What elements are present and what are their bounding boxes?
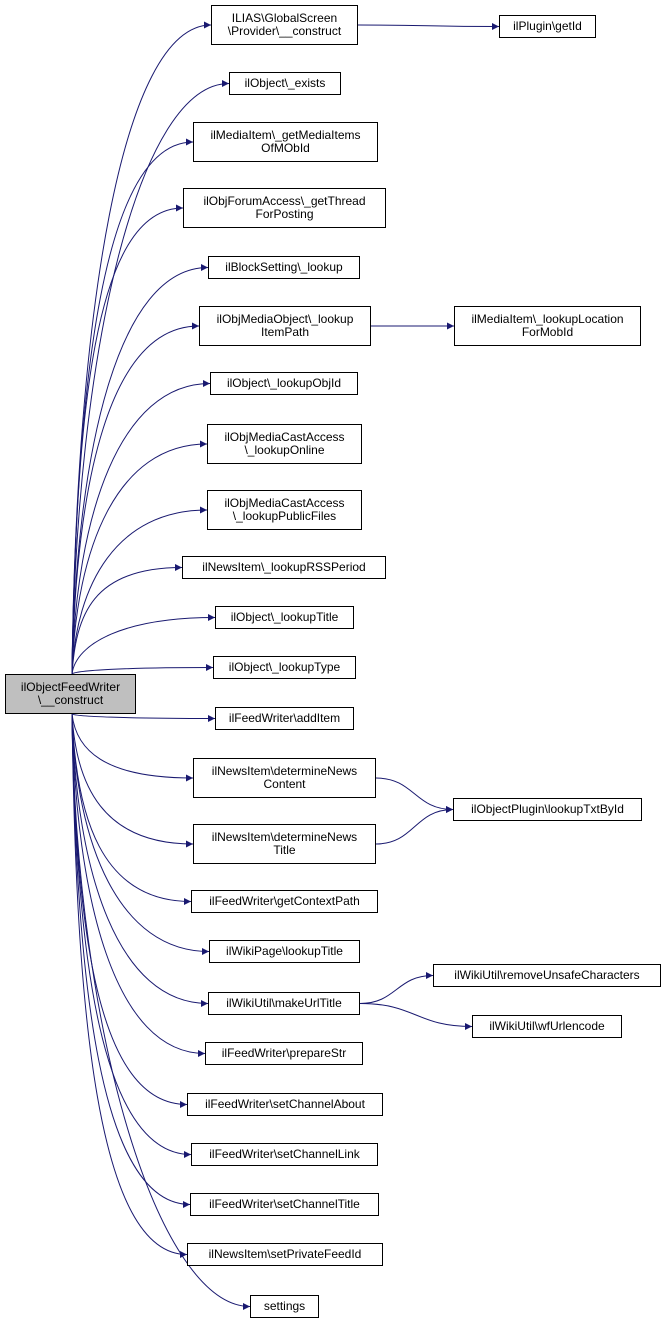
edge-root-to-fw_additem [71,713,216,722]
edge-gs_provider-to-plugin_getid [357,22,500,30]
edge-root-to-obj_lookuptype [71,664,214,675]
node-label-line: ilObject\_lookupType [228,659,341,674]
node-label-line: Content [263,777,306,791]
node-label-line: ilObjMediaCastAccess [224,495,345,510]
edge-root-to-fw_getcontextpath [71,713,192,905]
edge-root-to-fw_setchannellink [71,713,192,1158]
node-label-line: ilNewsItem\setPrivateFeedId [208,1246,362,1261]
node-root: ilObjectFeedWriter\__construct [5,674,136,714]
node-label-line: ilNewsItem\determineNews [211,829,358,844]
edge-root-to-fw_setchanneltitle [71,713,191,1208]
edge-root-to-obj_exists [71,80,230,675]
node-label-line: ilFeedWriter\addItem [228,710,341,725]
node-fw-setchanneltitle[interactable]: ilFeedWriter\setChannelTitle [190,1193,379,1216]
node-obj-lookupobjid[interactable]: ilObject\_lookupObjId [210,372,358,395]
node-label-line: ilFeedWriter\setChannelTitle [209,1196,360,1211]
node-label-line: ilObject\_exists [244,75,326,90]
node-wikiutil-makeurl[interactable]: ilWikiUtil\makeUrlTitle [208,992,360,1015]
node-obj-lookuptype[interactable]: ilObject\_lookupType [213,656,356,679]
edge-root-to-news_rssperiod [71,564,183,675]
node-obj-exists[interactable]: ilObject\_exists [229,72,341,95]
edge-root-to-news_dettitle [71,713,194,848]
edge-root-to-news_setprivatefeed [71,713,188,1258]
node-label-line: ilFeedWriter\getContextPath [209,893,360,908]
node-label-line: ilWikiUtil\wfUrlencode [489,1018,605,1033]
node-fw-setchannellink[interactable]: ilFeedWriter\setChannelLink [191,1143,378,1166]
node-fw-preparestr[interactable]: ilFeedWriter\prepareStr [205,1042,363,1065]
edge-wikiutil_makeurl-to-wikiutil_removeunsafe [359,972,434,1004]
node-wikipage-lookuptitle[interactable]: ilWikiPage\lookupTitle [209,940,360,963]
edge-root-to-obj_lookuptitle [71,614,216,675]
node-label-line: OfMObId [261,141,310,155]
node-label-line: ILIAS\GlobalScreen [231,10,338,25]
edge-root-to-wikipage_lookuptitle [71,713,210,955]
node-label-line: ilObjForumAccess\_getThread [203,193,366,208]
edge-root-to-mcast_online [71,440,208,675]
node-news-rssperiod[interactable]: ilNewsItem\_lookupRSSPeriod [182,556,386,579]
node-wikiutil-removeunsafe[interactable]: ilWikiUtil\removeUnsafeCharacters [433,964,661,987]
node-label-line: \__construct [37,693,104,707]
node-label-line: \_lookupOnline [244,443,325,457]
node-label-line: ilPlugin\getId [513,18,582,33]
node-plugin-getid[interactable]: ilPlugin\getId [499,15,596,38]
node-label-line: ilMediaItem\_lookupLocation [471,311,624,326]
node-label-line: ilObjectFeedWriter [20,679,121,694]
node-label-line: ilNewsItem\_lookupRSSPeriod [202,559,366,574]
node-label-line: ItemPath [260,325,310,339]
node-label-line: ilObjectPlugin\lookupTxtById [471,801,624,816]
edge-root-to-wikiutil_makeurl [71,713,209,1007]
node-label-line: settings [263,1298,306,1313]
node-label-line: ilWikiUtil\removeUnsafeCharacters [454,967,640,982]
node-label-line: ilWikiPage\lookupTitle [226,943,343,958]
node-label-line: ilWikiUtil\makeUrlTitle [226,995,342,1010]
node-label-line: ilFeedWriter\setChannelAbout [205,1096,365,1111]
edge-news_dettitle-to-objplugin_lookuptxt [375,806,454,845]
node-fw-getcontextpath[interactable]: ilFeedWriter\getContextPath [191,890,378,913]
edge-root-to-fw_setchannelabout [71,713,188,1108]
node-news-setprivatefeed[interactable]: ilNewsItem\setPrivateFeedId [187,1243,383,1266]
edge-root-to-fw_preparestr [71,713,206,1057]
node-wikiutil-wfurlencode[interactable]: ilWikiUtil\wfUrlencode [472,1015,622,1038]
node-label-line: ilObjMediaCastAccess [224,429,345,444]
edge-root-to-obj_lookupobjid [71,380,211,675]
node-mcast-online[interactable]: ilObjMediaCastAccess\_lookupOnline [207,424,362,464]
node-label-line: ilNewsItem\determineNews [211,763,358,778]
node-settings[interactable]: settings [250,1295,319,1318]
node-label-line: ForPosting [255,207,314,221]
edge-root-to-news_detcontent [71,713,194,782]
edge-wikiutil_makeurl-to-wikiutil_wfurlencode [359,1003,473,1030]
node-gs-provider[interactable]: ILIAS\GlobalScreen\Provider\__construct [211,5,358,45]
node-label-line: ilBlockSetting\_lookup [225,259,343,274]
edge-root-to-forum_getthread [71,204,184,675]
node-objplugin-lookuptxt[interactable]: ilObjectPlugin\lookupTxtById [453,798,642,821]
node-mcast-publicfiles[interactable]: ilObjMediaCastAccess\_lookupPublicFiles [207,490,362,530]
node-label-line: \_lookupPublicFiles [232,509,337,523]
node-label-line: ilObject\_lookupTitle [230,609,339,624]
node-label-line: ilFeedWriter\setChannelLink [209,1146,360,1161]
node-label-line: ForMobId [521,325,574,339]
edge-root-to-settings [71,713,251,1310]
node-fw-setchannelabout[interactable]: ilFeedWriter\setChannelAbout [187,1093,383,1116]
node-label-line: Title [273,843,296,857]
node-obj-lookuptitle[interactable]: ilObject\_lookupTitle [215,606,354,629]
edge-root-to-mob_lookupitempath [71,322,200,675]
edge-root-to-mcast_publicfiles [71,506,208,675]
node-label-line: ilObject\_lookupObjId [226,375,342,390]
node-label-line: ilMediaItem\_getMediaItems [210,127,361,142]
edge-news_detcontent-to-objplugin_lookuptxt [375,777,454,813]
node-label-line: ilObjMediaObject\_lookup [216,311,354,326]
node-block-lookup[interactable]: ilBlockSetting\_lookup [208,256,360,279]
node-fw-additem[interactable]: ilFeedWriter\addItem [215,707,354,730]
node-label-line: ilFeedWriter\prepareStr [221,1045,347,1060]
node-label-line: \Provider\__construct [227,24,342,38]
